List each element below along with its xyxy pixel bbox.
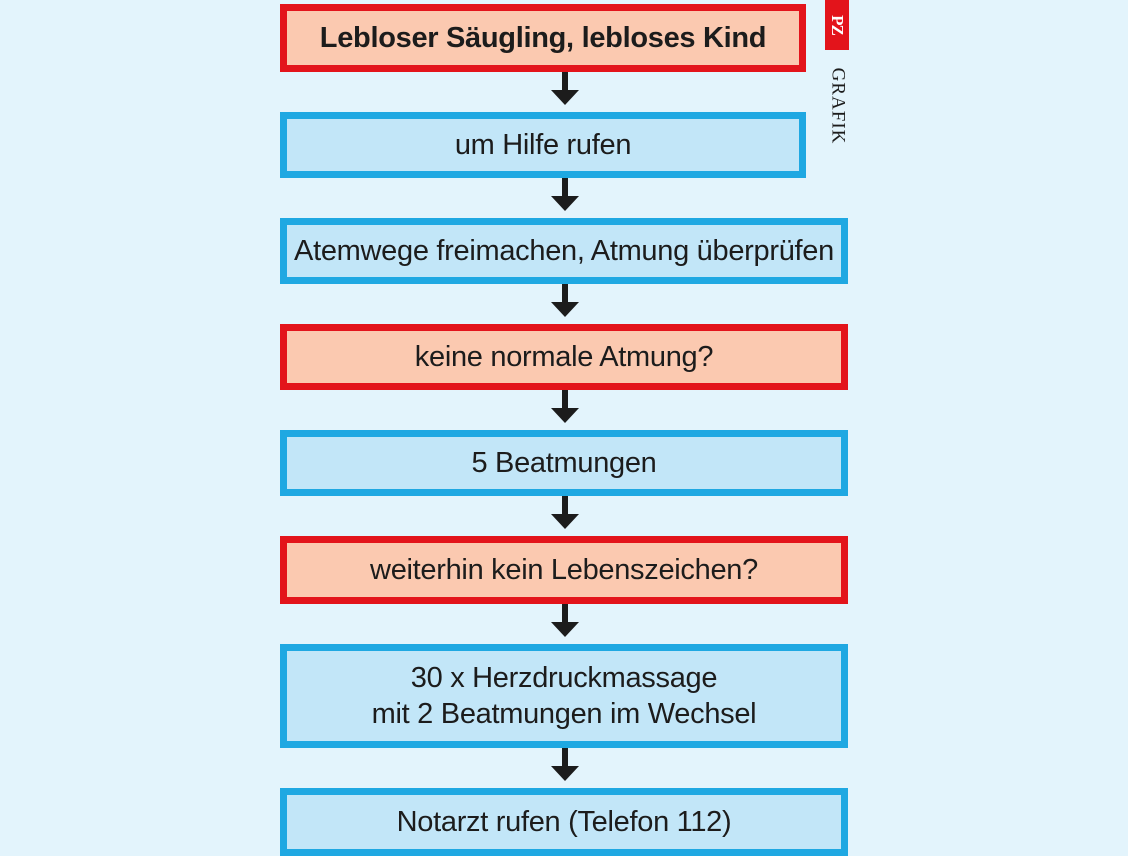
step-8-box: Notarzt rufen (Telefon 112) — [280, 788, 848, 856]
logo: PZ GRAFIK — [825, 0, 849, 160]
arrow-1-icon — [550, 72, 580, 106]
arrow-6-icon — [550, 604, 580, 638]
arrow-7-icon — [550, 748, 580, 782]
step-2-box: um Hilfe rufen — [280, 112, 806, 178]
step-6-label: weiterhin kein Lebenszeichen? — [370, 553, 758, 586]
step-1-label: Lebloser Säugling, lebloses Kind — [319, 21, 767, 54]
step-6-box: weiterhin kein Lebenszeichen? — [280, 536, 848, 604]
step-7-box: 30 x Herzdruckmassage mit 2 Beatmungen i… — [280, 644, 848, 748]
step-7-label: 30 x Herzdruckmassage mit 2 Beatmungen i… — [371, 661, 757, 730]
logo-word: GRAFIK — [827, 67, 849, 145]
arrow-2-icon — [550, 178, 580, 212]
step-3-box: Atemwege freimachen, Atmung überprüfen — [280, 218, 848, 284]
step-3-label: Atemwege freimachen, Atmung überprüfen — [294, 234, 834, 267]
logo-mark: PZ — [825, 0, 849, 50]
step-5-label: 5 Beatmungen — [471, 446, 657, 479]
step-5-box: 5 Beatmungen — [280, 430, 848, 496]
arrow-5-icon — [550, 496, 580, 530]
step-4-box: keine normale Atmung? — [280, 324, 848, 390]
step-1-box: Lebloser Säugling, lebloses Kind — [280, 4, 806, 72]
step-2-label: um Hilfe rufen — [454, 128, 632, 161]
arrow-3-icon — [550, 284, 580, 318]
arrow-4-icon — [550, 390, 580, 424]
step-4-label: keine normale Atmung? — [414, 340, 714, 373]
step-8-label: Notarzt rufen (Telefon 112) — [396, 805, 732, 838]
